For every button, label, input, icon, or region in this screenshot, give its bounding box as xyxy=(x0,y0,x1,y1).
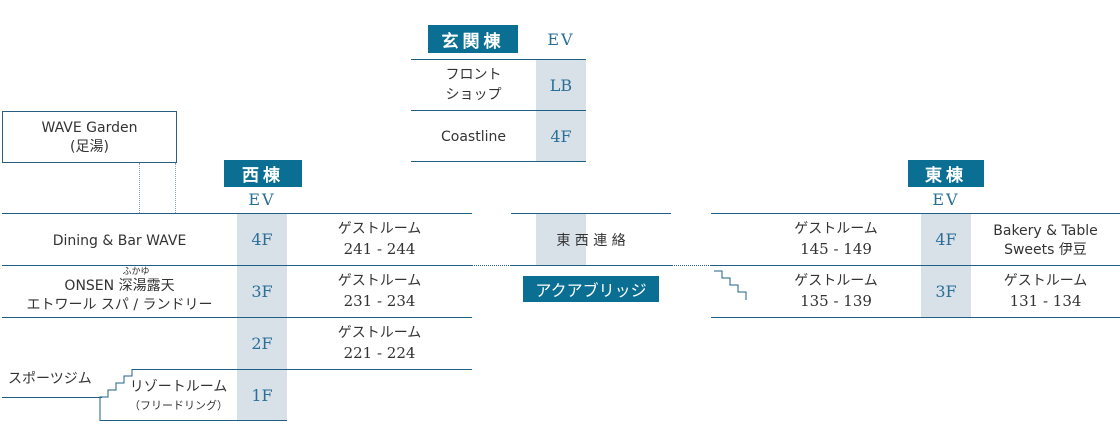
connector-line-top xyxy=(511,213,671,214)
east-3f-rooms-2: 131 - 134 xyxy=(1009,292,1082,310)
west-line-2f-top xyxy=(2,317,472,318)
west-3f-left-1: ONSEN 深湯露天 xyxy=(64,278,175,294)
wave-garden-box xyxy=(2,111,177,163)
west-4f-right-rooms: 241 - 244 xyxy=(287,239,472,259)
west-2f-right-rooms: 221 - 224 xyxy=(287,343,472,363)
connector-line-bottom xyxy=(511,265,671,266)
bridge-dotted-right xyxy=(671,265,711,266)
wave-garden-sub: (足湯) xyxy=(70,139,109,155)
west-line-4f-top xyxy=(2,213,472,214)
gym-label: スポーツジム xyxy=(8,371,92,387)
main-ev-column xyxy=(536,60,586,162)
main-lb-label-1: フロント xyxy=(445,67,502,83)
west-2f-right-title: ゲストルーム xyxy=(337,325,422,341)
west-4f-rooms: 241 - 244 xyxy=(343,240,416,258)
west-3f-right-title: ゲストルーム xyxy=(337,273,422,289)
west-ev-label: EV xyxy=(248,190,276,209)
east-floor-4f: 4F xyxy=(935,230,957,249)
west-4f-right-title: ゲストルーム xyxy=(337,221,422,237)
east-3f-right-rooms: 131 - 134 xyxy=(971,291,1120,311)
west-floor-1f: 1F xyxy=(251,385,273,405)
east-3f-left-rooms: 135 - 139 xyxy=(751,291,921,311)
east-floor-3f: 3F xyxy=(935,282,957,301)
west-floor-4f: 4F xyxy=(251,230,273,249)
west-building-tag: 西棟 xyxy=(224,160,302,187)
west-floor-2f: 2F xyxy=(251,334,273,353)
main-4f-label: Coastline xyxy=(441,129,506,145)
connector-column xyxy=(536,214,586,265)
gym-line xyxy=(2,397,102,398)
bridge-dotted-left xyxy=(472,265,511,266)
main-lb-label-2: ショップ xyxy=(445,87,502,103)
main-line-bottom xyxy=(411,161,586,162)
west-3f-right-rooms: 231 - 234 xyxy=(287,291,472,311)
east-4f-left-title: ゲストルーム xyxy=(794,221,878,237)
east-4f-right-1: Bakery & Table xyxy=(993,223,1098,239)
east-3f-rooms: 135 - 139 xyxy=(800,292,872,310)
east-3f-right-title: ゲストルーム xyxy=(1003,273,1088,289)
west-1f-left-1: リゾートルーム xyxy=(129,379,228,395)
east-4f-right-2: Sweets 伊豆 xyxy=(1004,242,1087,258)
garden-dotted-1 xyxy=(139,163,140,213)
main-building-tag: 玄関棟 xyxy=(428,25,518,53)
east-ev-label: EV xyxy=(932,190,960,209)
west-3f-ruby: ふかゆ xyxy=(122,267,150,277)
aqua-bridge-label: アクアブリッジ xyxy=(523,276,659,302)
east-3f-left-title: ゲストルーム xyxy=(794,273,878,289)
wave-garden-label: WAVE Garden xyxy=(41,120,138,136)
main-line-top xyxy=(411,59,586,60)
west-3f-rooms: 231 - 234 xyxy=(343,292,416,310)
west-4f-left: Dining & Bar WAVE xyxy=(52,233,187,249)
east-stairs-icon xyxy=(714,270,747,300)
east-4f-left-rooms: 145 - 149 xyxy=(751,239,921,259)
garden-dotted-2 xyxy=(175,163,176,213)
main-floor-lb: LB xyxy=(549,75,573,95)
main-floor-4f: 4F xyxy=(550,126,572,146)
west-1f-left-2: （フリードリング） xyxy=(129,399,228,412)
east-building-tag: 東棟 xyxy=(908,160,984,187)
east-line-top xyxy=(711,213,1120,214)
west-3f-left-2: エトワール スパ / ランドリー xyxy=(26,297,213,313)
west-line-3f-top xyxy=(2,265,472,266)
west-line-1f-top xyxy=(132,369,472,370)
west-floor-3f: 3F xyxy=(251,282,273,301)
west-2f-rooms: 221 - 224 xyxy=(343,344,416,362)
main-line-mid xyxy=(411,110,586,111)
east-line-mid xyxy=(711,265,1120,266)
connector-label: 東 西 連 絡 xyxy=(556,233,626,249)
west-line-bottom xyxy=(100,420,287,421)
main-ev-label: EV xyxy=(547,30,575,49)
east-line-bottom xyxy=(711,317,1120,318)
east-4f-rooms: 145 - 149 xyxy=(800,240,872,258)
west-stairs-icon xyxy=(99,369,133,421)
